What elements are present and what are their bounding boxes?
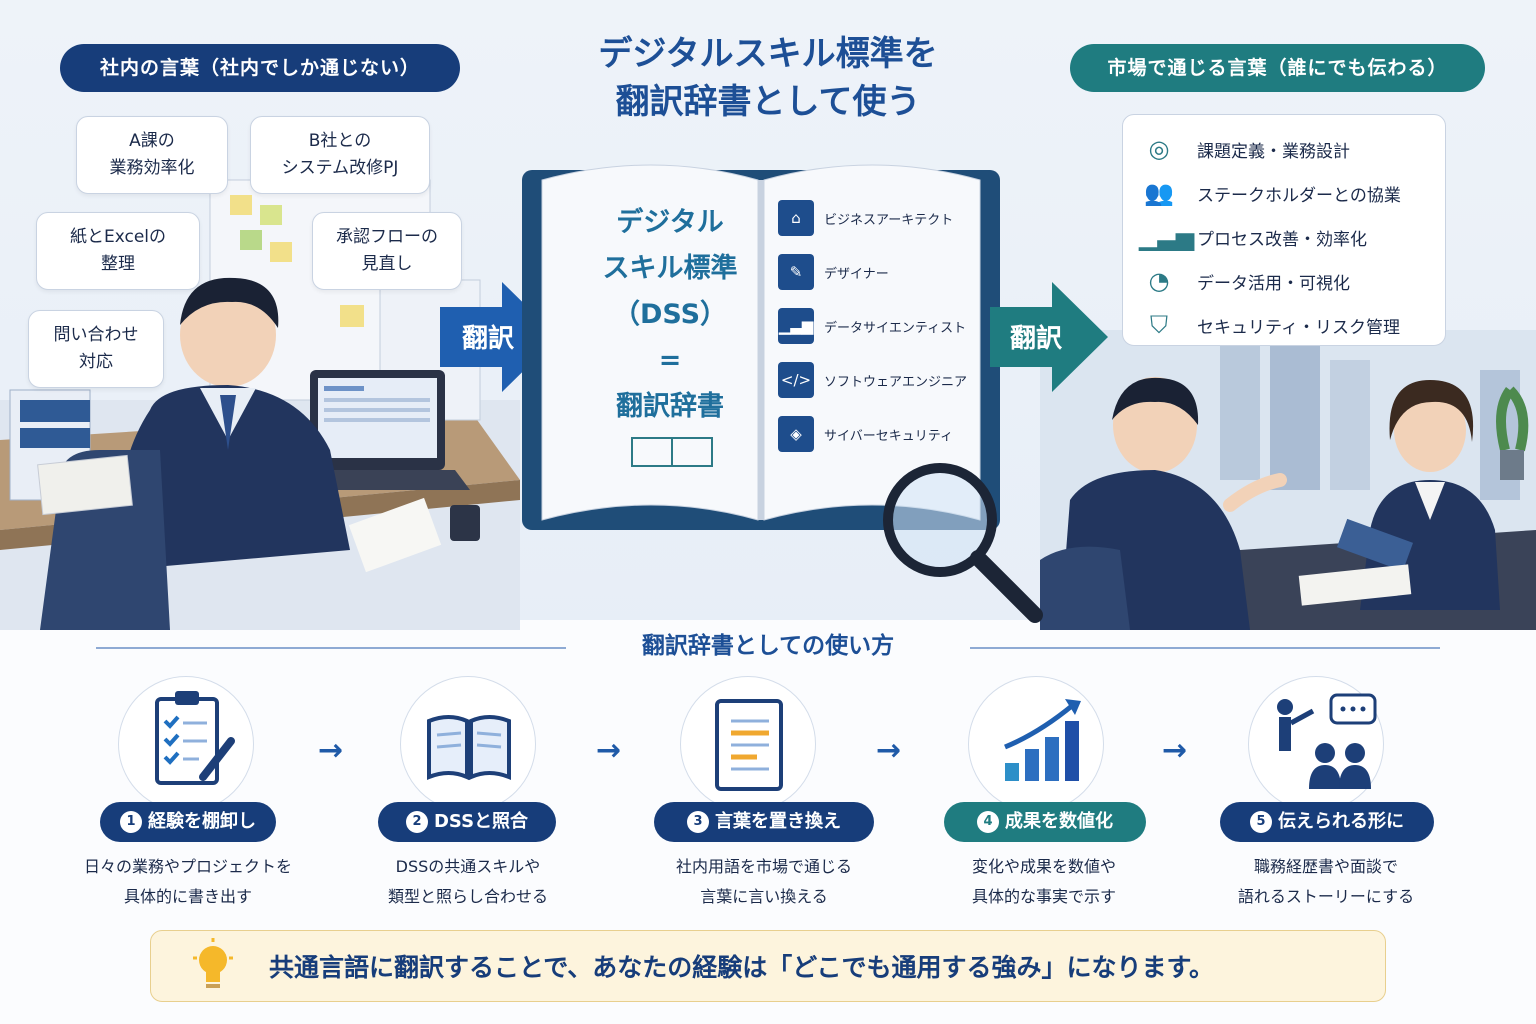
open-book-icon xyxy=(427,715,511,781)
step-3-label: 3 言葉を置き換え xyxy=(654,802,874,842)
notebook-icon xyxy=(715,699,783,791)
shield-lock-icon: ◈ xyxy=(778,416,814,452)
shield-icon: ⛉ xyxy=(1150,311,1168,339)
step-arrow-1-icon: → xyxy=(318,733,344,768)
internal-language-header: 社内の言葉（社内でしか通じない） xyxy=(60,44,460,92)
step-label-text: 経験を棚卸し xyxy=(148,811,256,832)
section-divider-right xyxy=(970,647,1440,649)
org-chart-icon: ⌂ xyxy=(778,200,814,236)
step-number: 2 xyxy=(405,811,428,833)
market-term-label: セキュリティ・リスク管理 xyxy=(1197,317,1400,338)
dss-role-list: ⌂ ビジネスアーキテクト ✎ デザイナー ▁▃▆ データサイエンティスト </>… xyxy=(778,200,978,470)
internal-bubble-a-division: A課の 業務効率化 xyxy=(76,116,228,194)
step-number: 3 xyxy=(687,811,709,833)
step-arrow-2-icon: → xyxy=(596,733,622,768)
pie-chart-icon: ◔ xyxy=(1148,267,1170,295)
market-term-label: ステークホルダーとの協業 xyxy=(1197,185,1401,206)
step-2-circle xyxy=(400,676,536,812)
magnifier-icon xyxy=(883,463,1043,623)
presentation-icon xyxy=(1277,693,1377,789)
market-term-data-utilization: ◔ データ活用・可視化 xyxy=(1139,259,1429,303)
role-label: ソフトウェアエンジニア xyxy=(824,374,968,390)
step-5-circle xyxy=(1248,676,1384,812)
step-label-text: 伝えられる形に xyxy=(1278,811,1404,832)
step-arrow-3-icon: → xyxy=(876,733,902,768)
main-title-text: デジタルスキル標準を 翻訳辞書として使う xyxy=(598,34,938,122)
step-label-text: 言葉を置き換え xyxy=(715,811,841,832)
step-3-circle xyxy=(680,676,816,812)
meeting-illustration xyxy=(1040,330,1536,630)
market-term-process-improvement: ▁▃▅ プロセス改善・効率化 xyxy=(1139,215,1429,259)
code-icon: </> xyxy=(778,362,814,398)
market-term-problem-definition: ◎ 課題定義・業務設計 xyxy=(1139,127,1429,171)
clipboard-icon xyxy=(155,691,235,785)
step-5-label: 5 伝えられる形に xyxy=(1220,802,1434,842)
internal-bubble-paper-excel: 紙とExcelの 整理 xyxy=(36,212,200,290)
book-dss-text: デジタル スキル標準 （DSS） = 翻訳辞書 xyxy=(602,207,738,422)
step-number: 1 xyxy=(120,811,142,833)
market-term-label: 課題定義・業務設計 xyxy=(1197,141,1350,162)
step-4-description: 変化や成果を数値や 具体的な事実で示す xyxy=(971,857,1116,906)
role-label: デザイナー xyxy=(824,266,889,282)
bubble-text: 承認フローの 見直し xyxy=(336,227,438,274)
translate-arrow-right-icon xyxy=(990,282,1108,392)
role-business-architect: ⌂ ビジネスアーキテクト xyxy=(778,200,978,236)
market-language-header: 市場で通じる言葉（誰にでも伝わる） xyxy=(1070,44,1485,92)
role-software-engineer: </> ソフトウェアエンジニア xyxy=(778,362,978,398)
step-5-description: 職務経歴書や面談で 語れるストーリーにする xyxy=(1237,857,1415,906)
internal-bubble-inquiries: 問い合わせ 対応 xyxy=(28,310,164,388)
step-1-circle xyxy=(118,676,254,812)
section-divider-left xyxy=(96,647,566,649)
translate-label-right: 翻訳 xyxy=(1010,324,1063,354)
step-label-text: DSSと照合 xyxy=(433,811,529,832)
step-number: 4 xyxy=(977,811,999,833)
role-data-scientist: ▁▃▆ データサイエンティスト xyxy=(778,308,978,344)
footer-callout: 共通言語に翻訳することで、あなたの経験は「どこでも通用する強み」になります。 xyxy=(150,930,1386,1002)
step-1-description: 日々の業務やプロジェクトを 具体的に書き出す xyxy=(83,857,292,906)
role-label: ビジネスアーキテクト xyxy=(824,212,954,228)
step-number: 5 xyxy=(1250,811,1272,833)
internal-bubble-approval-flow: 承認フローの 見直し xyxy=(312,212,462,290)
step-4-circle xyxy=(968,676,1104,812)
market-term-label: プロセス改善・効率化 xyxy=(1197,229,1367,250)
chart-icon: ▁▃▆ xyxy=(778,308,814,344)
lightbulb-icon xyxy=(193,938,233,988)
market-term-stakeholder: 👥 ステークホルダーとの協業 xyxy=(1139,171,1429,215)
main-title: デジタルスキル標準を 翻訳辞書として使う xyxy=(540,30,996,126)
translate-label-left: 翻訳 xyxy=(462,324,515,354)
growth-chart-icon: ▁▃▅ xyxy=(1139,223,1195,251)
footer-message: 共通言語に翻訳することで、あなたの経験は「どこでも通用する強み」になります。 xyxy=(269,953,1215,982)
role-cyber-security: ◈ サイバーセキュリティ xyxy=(778,416,978,452)
role-label: データサイエンティスト xyxy=(824,320,967,336)
step-label-text: 成果を数値化 xyxy=(1005,811,1113,832)
people-icon: 👥 xyxy=(1144,179,1174,207)
target-icon: ◎ xyxy=(1148,135,1170,163)
bubble-text: 問い合わせ 対応 xyxy=(53,325,139,372)
pen-icon: ✎ xyxy=(778,254,814,290)
market-term-label: データ活用・可視化 xyxy=(1197,273,1350,294)
step-4-label: 4 成果を数値化 xyxy=(944,802,1146,842)
bar-chart-icon xyxy=(1004,699,1081,781)
role-designer: ✎ デザイナー xyxy=(778,254,978,290)
bubble-text: B社との システム改修PJ xyxy=(281,131,399,178)
dictionary-book-icon xyxy=(522,164,1000,530)
step-1-label: 1 経験を棚卸し xyxy=(100,802,276,842)
step-3-description: 社内用語を市場で通じる 言葉に言い換える xyxy=(675,857,852,906)
market-term-security-risk: ⛉ セキュリティ・リスク管理 xyxy=(1139,303,1429,347)
step-2-description: DSSの共通スキルや 類型と照らし合わせる xyxy=(387,857,548,906)
market-terms-box: ◎ 課題定義・業務設計 👥 ステークホルダーとの協業 ▁▃▅ プロセス改善・効率… xyxy=(1122,114,1446,346)
section-title: 翻訳辞書としての使い方 xyxy=(641,633,895,659)
bubble-text: A課の 業務効率化 xyxy=(109,131,195,178)
bubble-text: 紙とExcelの 整理 xyxy=(69,227,167,274)
role-label: サイバーセキュリティ xyxy=(824,428,953,444)
internal-bubble-b-company: B社との システム改修PJ xyxy=(250,116,430,194)
step-arrow-4-icon: → xyxy=(1162,733,1188,768)
